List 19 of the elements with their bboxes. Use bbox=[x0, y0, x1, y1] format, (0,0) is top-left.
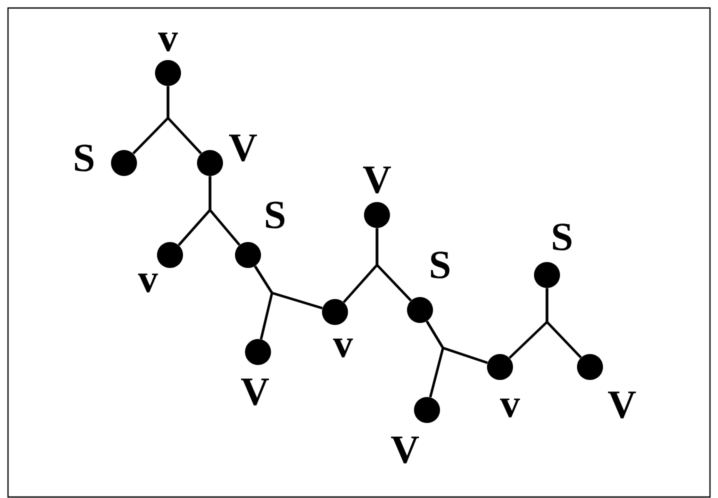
dot-label: V bbox=[608, 392, 636, 418]
dot-label: V bbox=[241, 378, 269, 406]
dot-label: V bbox=[229, 134, 257, 162]
dot-label: S bbox=[553, 224, 572, 250]
dot-label: v bbox=[158, 32, 178, 52]
dot-label: v bbox=[333, 338, 353, 358]
dot-label: v bbox=[138, 274, 158, 292]
dot-label: V bbox=[391, 436, 419, 464]
branch-line bbox=[546, 288, 582, 358]
branch-line bbox=[376, 228, 412, 302]
dot-label: S bbox=[266, 202, 284, 228]
dot-label: v bbox=[500, 398, 520, 418]
dot-label: S bbox=[431, 252, 450, 278]
dot-label: V bbox=[363, 166, 391, 194]
branch-line bbox=[208, 176, 240, 246]
branch-line bbox=[166, 86, 202, 154]
branch-line bbox=[426, 320, 488, 364]
dot-label: S bbox=[75, 144, 94, 172]
branch-line bbox=[254, 266, 323, 310]
